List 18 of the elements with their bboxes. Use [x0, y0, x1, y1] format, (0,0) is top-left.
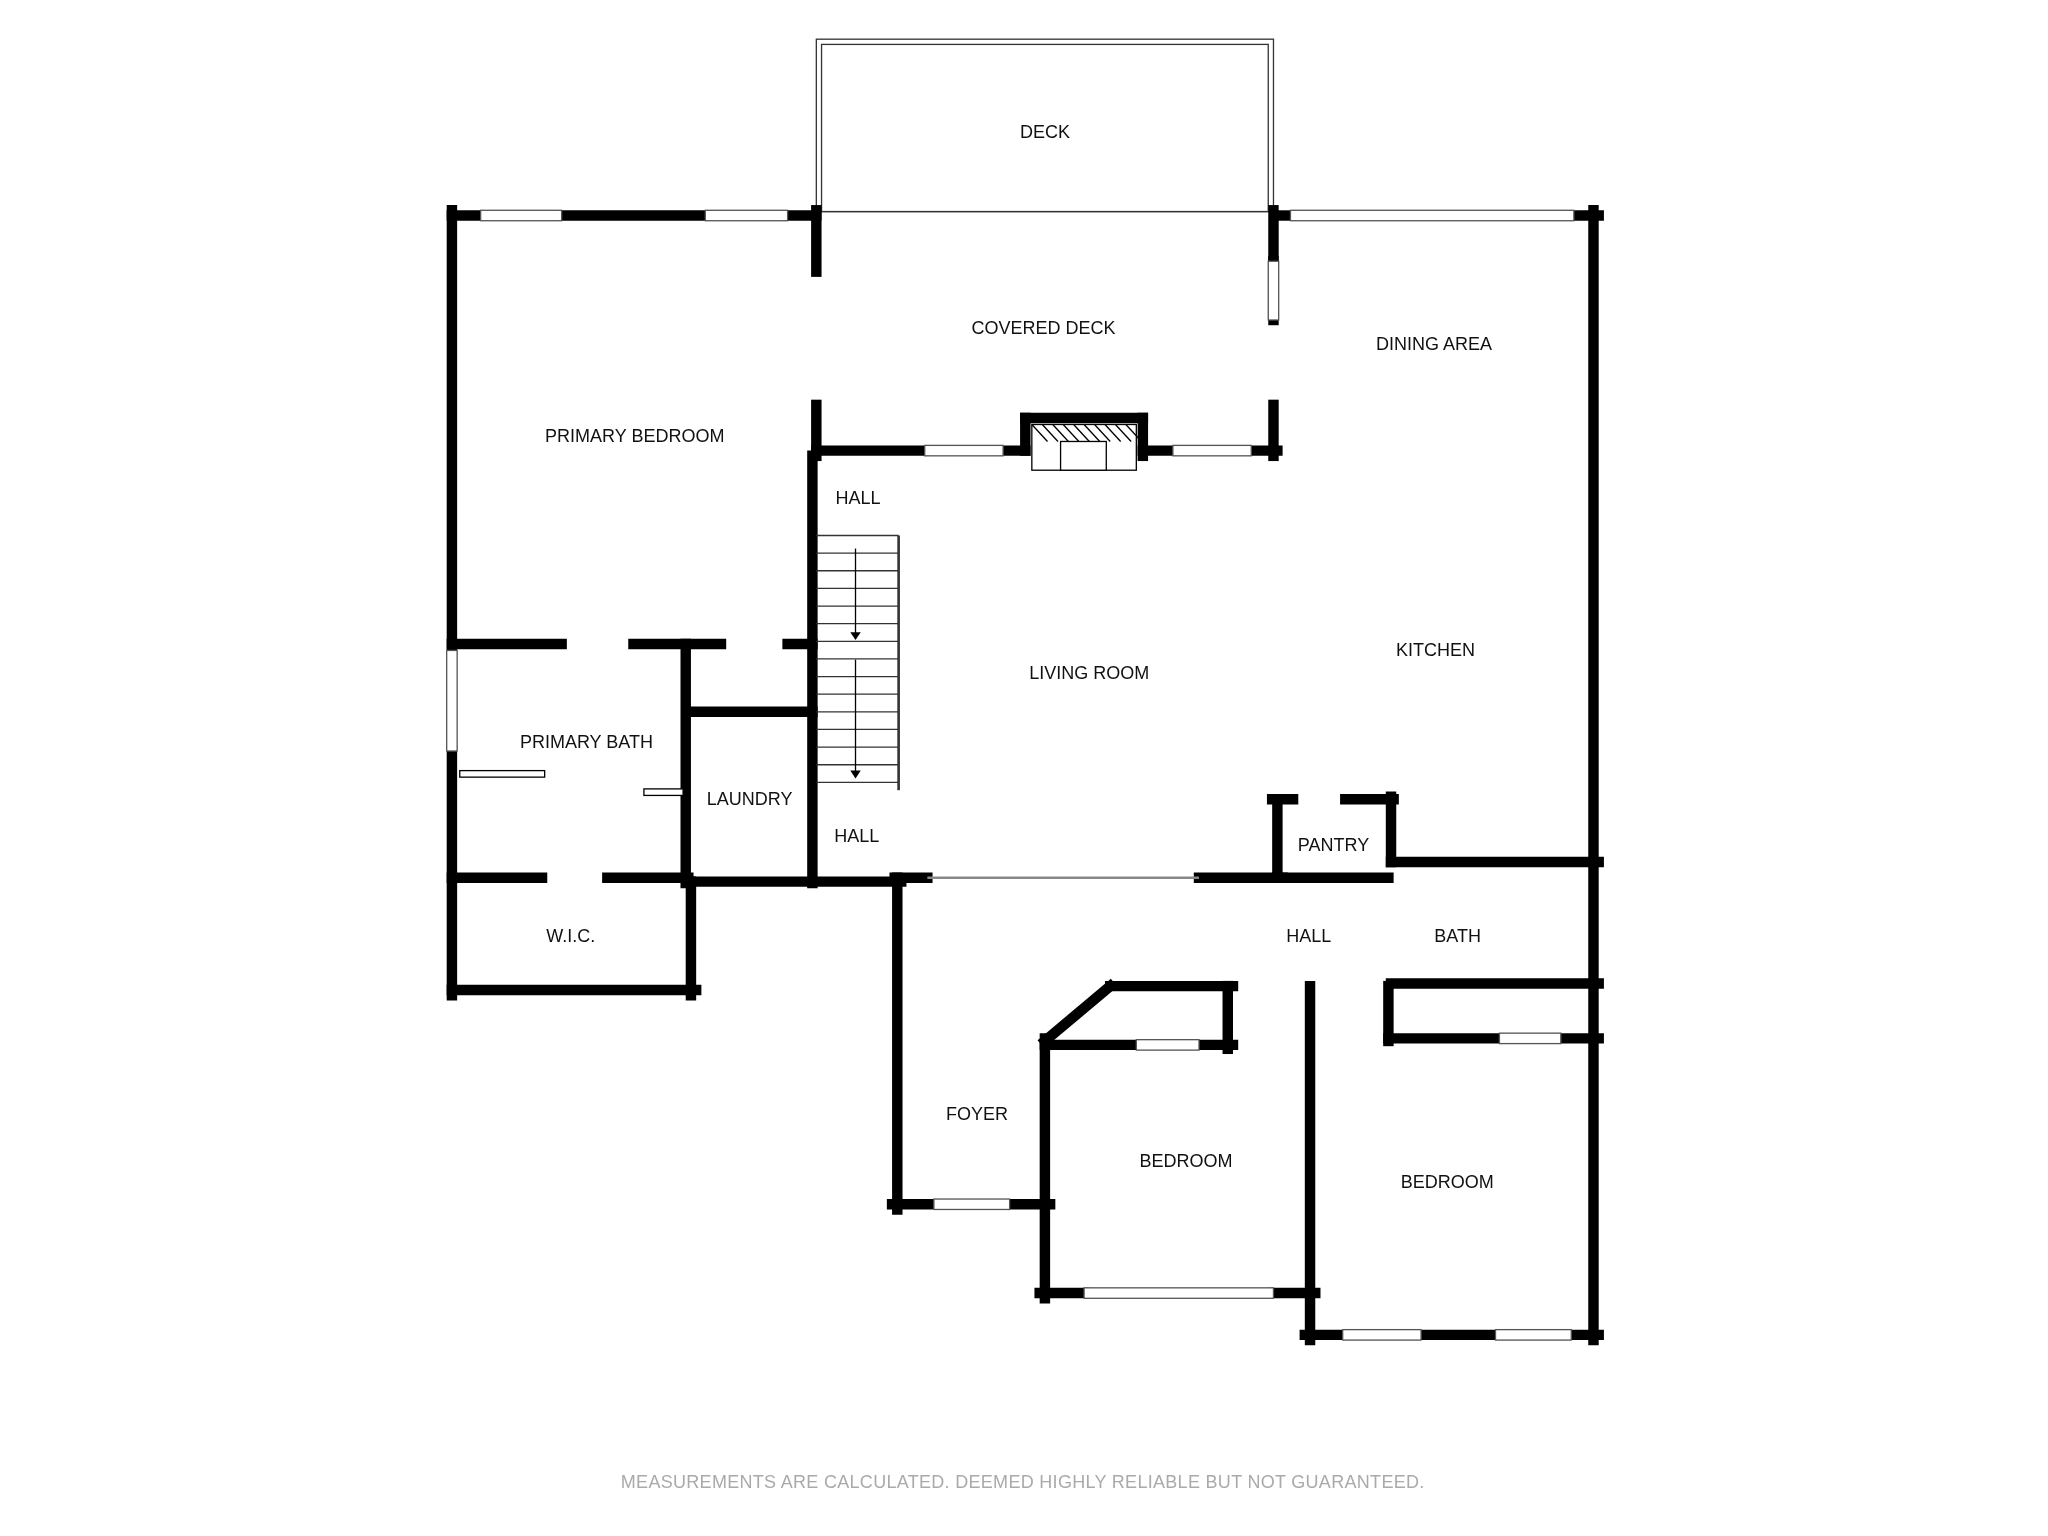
room-label: COVERED DECK	[971, 317, 1116, 339]
disclaimer-note: MEASUREMENTS ARE CALCULATED. DEEMED HIGHLY RELIABLE BUT NOT GUARANTEED.	[620, 1471, 1425, 1493]
room-label: BATH	[1434, 926, 1481, 947]
room-label: PANTRY	[1297, 834, 1370, 856]
room-label: LIVING ROOM	[1029, 662, 1150, 684]
room-label: FOYER	[945, 1103, 1008, 1125]
room-label: KITCHEN	[1395, 639, 1475, 661]
room-label: PRIMARY BEDROOM	[545, 425, 725, 447]
room-label: PRIMARY BATH	[519, 731, 653, 753]
room-label: HALL	[1286, 926, 1332, 947]
room-label: BEDROOM	[1139, 1150, 1233, 1172]
room-label: DECK	[1019, 121, 1070, 143]
room-label: HALL	[835, 487, 881, 509]
room-label: W.I.C.	[546, 926, 596, 947]
room-label: LAUNDRY	[706, 788, 793, 810]
room-label: HALL	[834, 825, 880, 847]
room-label: BEDROOM	[1400, 1171, 1494, 1193]
room-label: DINING AREA	[1376, 333, 1493, 354]
